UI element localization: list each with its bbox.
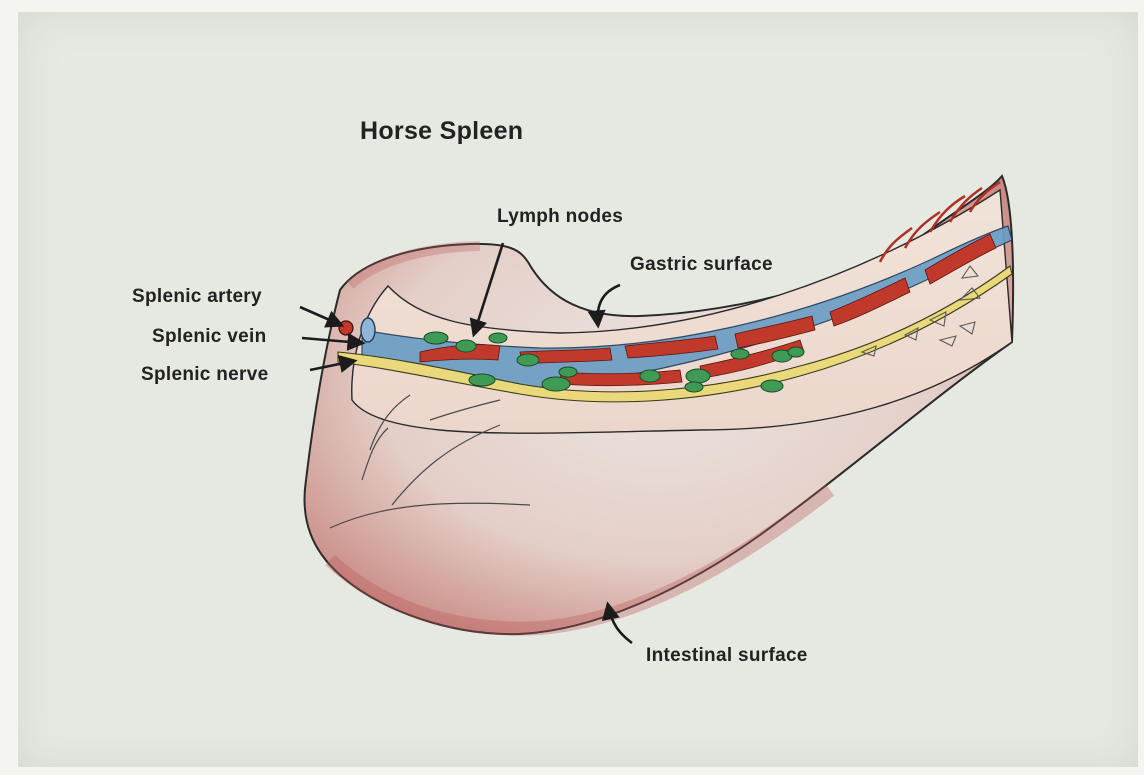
label-lymph-nodes: Lymph nodes [497,206,623,228]
splenic-artery-stub [339,321,353,335]
label-splenic-vein: Splenic vein [152,326,266,348]
label-intestinal-surface: Intestinal surface [646,645,808,667]
diagram-title: Horse Spleen [360,117,523,146]
label-gastric-surface: Gastric surface [630,254,773,276]
label-splenic-artery: Splenic artery [132,286,262,308]
label-splenic-nerve: Splenic nerve [141,364,268,386]
splenic-vein-stub [361,318,375,342]
